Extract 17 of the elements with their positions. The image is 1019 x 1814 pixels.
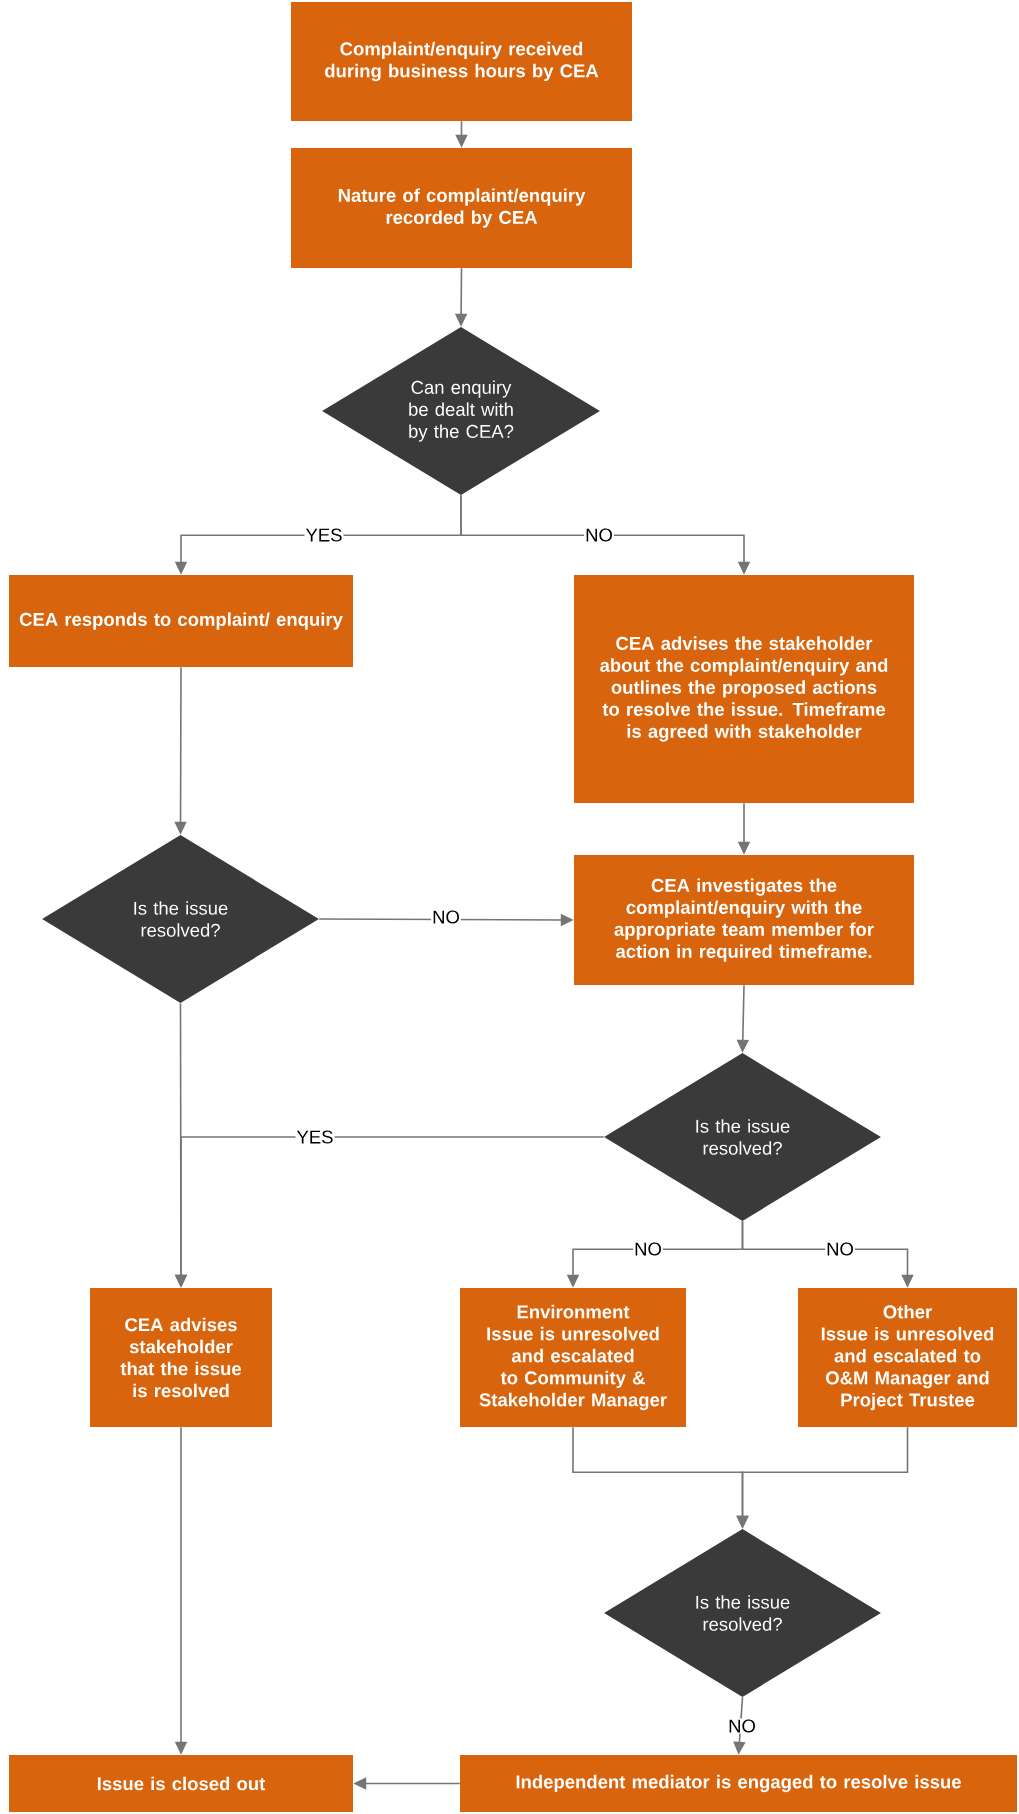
edge-label: YES — [295, 1129, 335, 1145]
edge-label: NO — [431, 909, 461, 925]
process-box: CEA advises the stakeholder about the complaint/enquiry and outlines the proposed actions to resolve the issue. Timeframe is agreed with stakeholder — [574, 575, 914, 803]
process-box: Issue is closed out — [9, 1755, 353, 1812]
process-box: Other Issue is unresolved and escalated to O&M Manager and Project Trustee — [798, 1288, 1017, 1427]
process-box: Environment Issue is unresolved and escalated to Community & Stakeholder Manager — [460, 1288, 686, 1427]
edge-label: NO — [727, 1718, 757, 1734]
edge-label: NO — [584, 527, 614, 543]
process-box: CEA responds to complaint/ enquiry — [9, 575, 353, 667]
edge-label: NO — [825, 1241, 855, 1257]
edge-label: NO — [633, 1241, 663, 1257]
process-box: Complaint/enquiry received during business hours by CEA — [291, 2, 632, 121]
process-box: CEA advises stakeholder that the issue is resolved — [90, 1288, 272, 1427]
process-box: CEA investigates the complaint/enquiry with the appropriate team member for action in required timeframe. — [574, 855, 914, 985]
process-box: Nature of complaint/enquiry recorded by CEA — [291, 148, 632, 268]
process-box: Independent mediator is engaged to resolve issue — [460, 1755, 1017, 1812]
edge-label: YES — [304, 527, 344, 543]
